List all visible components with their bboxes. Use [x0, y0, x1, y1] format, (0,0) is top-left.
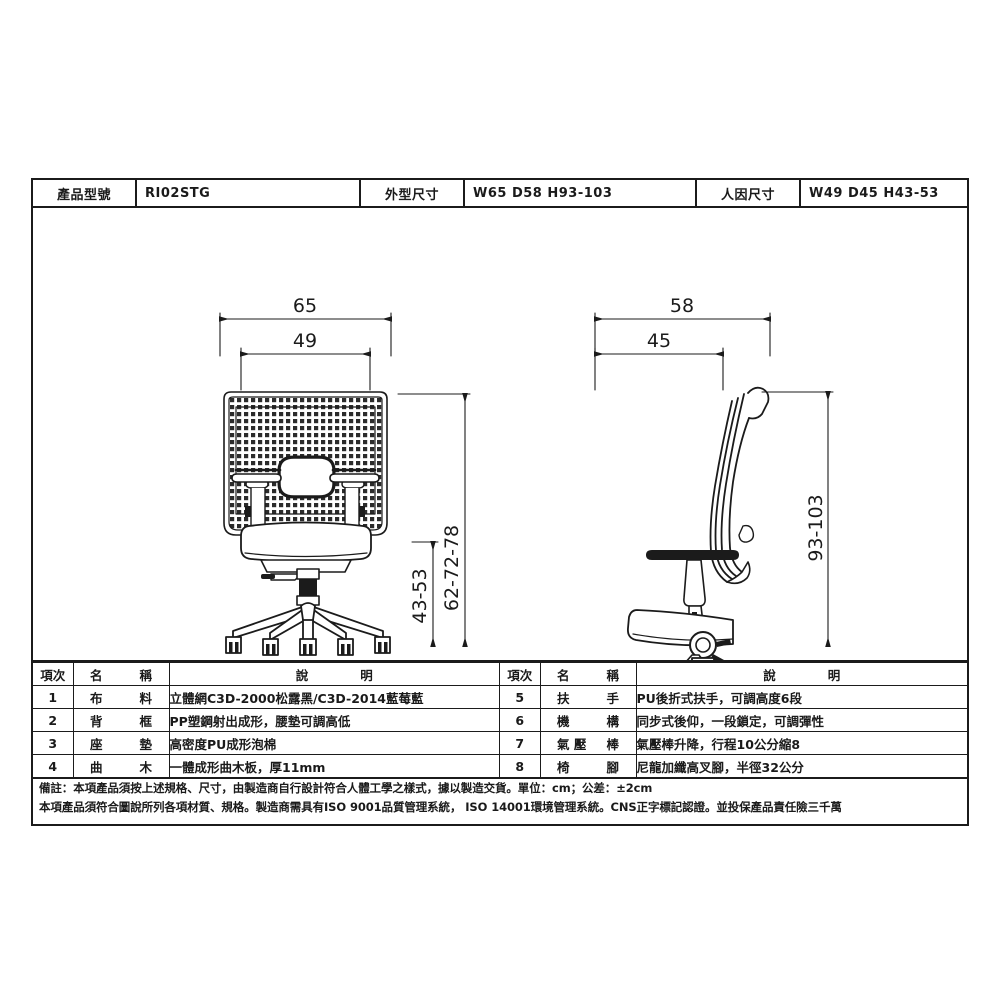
- row-no: 5: [500, 685, 541, 709]
- header-item-name: 名 稱: [72, 662, 170, 686]
- row-desc: 氣壓棒升降，行程10公分縮8: [635, 731, 967, 755]
- drawing-sheet: 產品型號 RI02STG 外型尺寸 W65 D58 H93-103 人因尺寸 W…: [31, 178, 969, 826]
- table-row: 7 氣 壓 棒 氣壓棒升降，行程10公分縮8: [500, 731, 967, 755]
- header-name-char-1: 名: [90, 667, 103, 683]
- overall-size-label: 外型尺寸: [361, 180, 465, 206]
- front-seat-width-text: 49: [293, 330, 317, 352]
- header-desc-char-2: 明: [827, 667, 841, 683]
- row-name-char-2: 手: [606, 690, 619, 706]
- row-desc: 高密度PU成形泡棉: [168, 731, 500, 755]
- row-name-char-1: 曲: [90, 759, 103, 775]
- overall-size-value: W65 D58 H93-103: [465, 180, 697, 206]
- header-name-char-1: 名: [557, 667, 570, 683]
- remark-line-1: 備註：本項產品須按上述規格、尺寸，由製造商自行設計符合人體工學之樣式，據以製造交…: [39, 781, 653, 795]
- table-header-row: 項次 名 稱 說 明: [33, 662, 500, 686]
- row-no: 3: [33, 731, 74, 755]
- row-desc: 尼龍加纖高叉腳，半徑32公分: [635, 754, 967, 778]
- row-name: 背 框: [72, 708, 170, 732]
- remark-line-2: 本項產品須符合圖說所列各項材質、規格。製造商需具有ISO 9001品質管理系統，…: [39, 800, 842, 814]
- side-view-group: [594, 312, 834, 660]
- row-name: 曲 木: [72, 754, 170, 778]
- row-no: 6: [500, 708, 541, 732]
- row-desc: PU後折式扶手，可調高度6段: [635, 685, 967, 709]
- spec-table-left: 項次 名 稱 說 明: [33, 662, 500, 778]
- ergonomic-size-value: W49 D45 H43-53: [809, 185, 939, 201]
- row-name-char-1: 扶: [557, 690, 570, 706]
- row-no: 4: [33, 754, 74, 778]
- row-no: 2: [33, 708, 74, 732]
- specification-section: 項次 名 稱 說 明: [33, 660, 967, 824]
- front-seat-height-text: 43-53: [409, 568, 431, 623]
- row-desc: 立體網C3D-2000松露黑/C3D-2014藍莓藍: [168, 685, 500, 709]
- table-header-row: 項次 名 稱 說 明: [500, 662, 967, 686]
- header-name-char-2: 稱: [606, 667, 619, 683]
- row-no: 7: [500, 731, 541, 755]
- header-item-no: 項次: [33, 662, 74, 686]
- table-row: 3 座 墊 高密度PU成形泡棉: [33, 731, 500, 755]
- row-name-char-2: 木: [139, 759, 152, 775]
- row-name: 扶 手: [539, 685, 637, 709]
- technical-drawing-area: 65 49 58 45 43-53 62-72-78 93-103: [33, 208, 967, 660]
- product-model-value: RI02STG: [137, 180, 361, 206]
- header-name-char-2: 稱: [139, 667, 152, 683]
- row-name: 椅 腳: [539, 754, 637, 778]
- header-item-desc: 說 明: [635, 662, 967, 686]
- product-model-label: 產品型號: [33, 180, 137, 206]
- header-item-desc: 說 明: [168, 662, 500, 686]
- table-row: 4 曲 木 一體成形曲木板，厚11mm: [33, 754, 500, 778]
- row-name: 布 料: [72, 685, 170, 709]
- table-row: 5 扶 手 PU後折式扶手，可調高度6段: [500, 685, 967, 709]
- row-name-char-2: 腳: [606, 759, 619, 775]
- front-overall-width-text: 65: [293, 295, 317, 317]
- row-name-char-1: 背: [90, 713, 103, 729]
- row-desc: 同步式後仰，一段鎖定，可調彈性: [635, 708, 967, 732]
- row-name-char-1: 布: [90, 690, 103, 706]
- header-item-name: 名 稱: [539, 662, 637, 686]
- row-name-char-1: 氣 壓: [557, 736, 587, 752]
- header-item-no: 項次: [500, 662, 541, 686]
- remarks-block: 備註：本項產品須按上述規格、尺寸，由製造商自行設計符合人體工學之樣式，據以製造交…: [33, 778, 967, 817]
- header-desc-char-2: 明: [360, 667, 373, 683]
- table-row: 2 背 框 PP塑鋼射出成形，腰墊可調高低: [33, 708, 500, 732]
- table-row: 1 布 料 立體網C3D-2000松露黑/C3D-2014藍莓藍: [33, 685, 500, 709]
- row-name-char-2: 框: [139, 713, 152, 729]
- row-name-char-2: 料: [139, 690, 152, 706]
- side-overall-height-text: 93-103: [805, 494, 827, 561]
- header-desc-char-1: 說: [295, 667, 309, 683]
- table-row: 8 椅 腳 尼龍加纖高叉腳，半徑32公分: [500, 754, 967, 778]
- row-no: 1: [33, 685, 74, 709]
- row-name-char-2: 墊: [139, 736, 152, 752]
- specification-tables: 項次 名 稱 說 明: [33, 660, 967, 778]
- row-name-char-2: 構: [606, 713, 619, 729]
- row-name-char-1: 椅: [557, 759, 570, 775]
- table-row: 6 機 構 同步式後仰，一段鎖定，可調彈性: [500, 708, 967, 732]
- ergonomic-size-label: 人因尺寸: [697, 180, 801, 206]
- row-name: 機 構: [539, 708, 637, 732]
- front-back-height-text: 62-72-78: [441, 525, 463, 611]
- header-desc-char-1: 說: [763, 667, 776, 683]
- row-desc: 一體成形曲木板，厚11mm: [168, 754, 500, 778]
- row-name: 座 墊: [72, 731, 170, 755]
- row-name-char-1: 座: [90, 736, 103, 752]
- row-name-char-2: 棒: [606, 736, 619, 752]
- chair-drawing-svg: 65 49 58 45 43-53 62-72-78 93-103: [219, 295, 834, 660]
- side-seat-depth-text: 45: [647, 330, 671, 352]
- row-name: 氣 壓 棒: [539, 731, 637, 755]
- row-name-char-1: 機: [557, 713, 570, 729]
- spec-table-right: 項次 名 稱 說 明: [500, 662, 967, 778]
- side-overall-depth-text: 58: [670, 295, 694, 317]
- row-desc: PP塑鋼射出成形，腰墊可調高低: [168, 708, 500, 732]
- front-view-group: [219, 312, 471, 656]
- identification-strip: 產品型號 RI02STG 外型尺寸 W65 D58 H93-103 人因尺寸 W…: [33, 180, 967, 208]
- row-no: 8: [500, 754, 541, 778]
